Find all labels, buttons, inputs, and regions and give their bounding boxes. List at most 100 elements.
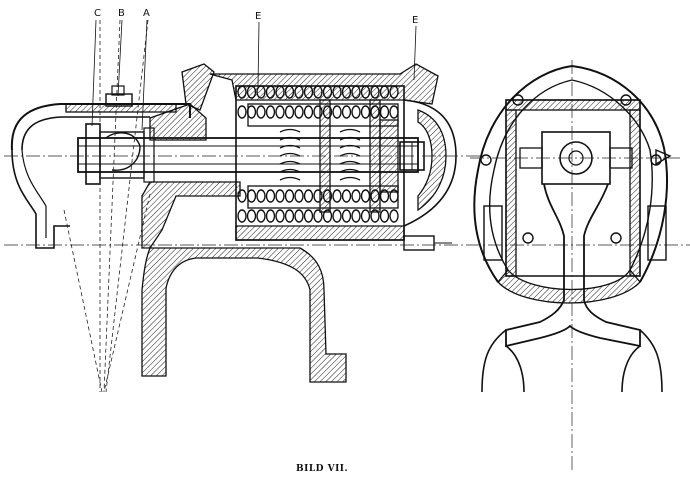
- spring-coil: [313, 105, 323, 119]
- end-view: [470, 60, 680, 470]
- label-b: B: [118, 8, 125, 19]
- spring-coil: [322, 105, 333, 119]
- spring-coil: [351, 105, 361, 119]
- spring-coil: [322, 189, 333, 203]
- spring-coil: [379, 85, 390, 99]
- bearing-cap: [65, 103, 177, 113]
- spring-coil: [279, 160, 301, 165]
- spring-coil: [275, 189, 285, 203]
- spring-coil: [279, 128, 301, 133]
- spring-coil: [370, 209, 380, 223]
- spring-coil: [279, 152, 301, 157]
- spring-coil: [279, 176, 301, 181]
- spring-coil: [237, 209, 247, 223]
- spring-coil: [389, 189, 399, 203]
- spring-coil: [313, 85, 323, 99]
- spring-coil: [313, 189, 323, 203]
- spring-coil: [339, 176, 361, 181]
- spring-coil: [303, 105, 314, 119]
- spring-coil: [279, 136, 301, 141]
- spring-coil: [389, 105, 399, 119]
- pedestal: [141, 247, 347, 383]
- end-housing: [10, 103, 191, 151]
- spring-coil: [279, 168, 301, 173]
- spring-coil: [360, 105, 371, 119]
- spring-coil: [379, 189, 390, 203]
- spring-coil: [246, 209, 257, 223]
- spring-coil: [332, 189, 342, 203]
- centre-lines: [4, 19, 690, 393]
- spring-coil: [313, 209, 323, 223]
- spring-coil: [265, 209, 276, 223]
- spring-coil: [341, 85, 352, 99]
- label-c: C: [94, 8, 101, 19]
- spring-coil: [370, 105, 380, 119]
- spring-coil: [275, 209, 285, 223]
- spring-coil: [246, 105, 257, 119]
- spring-coil: [379, 105, 390, 119]
- spring-coil: [339, 144, 361, 149]
- spring-coil: [294, 85, 304, 99]
- spring-coil: [341, 209, 352, 223]
- spring-coil: [351, 189, 361, 203]
- spring-coil: [360, 189, 371, 203]
- label-e-right: E: [412, 15, 418, 26]
- spring-coil: [256, 189, 266, 203]
- hex-bolt: [403, 235, 435, 251]
- end-view-frame: [505, 99, 641, 111]
- spring-coil: [284, 105, 295, 119]
- spring-coil: [284, 209, 295, 223]
- lower-frame: [141, 181, 241, 249]
- spring-coil: [256, 105, 266, 119]
- spring-coil: [360, 85, 371, 99]
- spring-coil: [339, 168, 361, 173]
- spring-coil: [294, 105, 304, 119]
- spring-housing-bottom: [235, 225, 405, 241]
- spring-coil: [294, 209, 304, 223]
- figure-caption: BILD VII.: [296, 464, 348, 474]
- spring-coil: [389, 209, 399, 223]
- leader-lines: [91, 19, 417, 131]
- spring-coil: [389, 85, 399, 99]
- spring-coil: [351, 85, 361, 99]
- spring-coil: [265, 189, 276, 203]
- spring-coil: [303, 209, 314, 223]
- spring-coil: [246, 85, 257, 99]
- label-a: A: [143, 8, 150, 19]
- spring-coil: [339, 160, 361, 165]
- spring-coil: [379, 209, 390, 223]
- spring-coil: [339, 128, 361, 133]
- spring-coil: [256, 209, 266, 223]
- collar: [85, 123, 101, 185]
- spring-coil: [237, 85, 247, 99]
- spring-coil: [294, 189, 304, 203]
- spring-coil: [265, 105, 276, 119]
- spring-coil: [339, 152, 361, 157]
- spring-coil: [246, 189, 257, 203]
- spring-coil: [303, 85, 314, 99]
- spring-coil: [370, 85, 380, 99]
- spring-coil: [265, 85, 276, 99]
- rail-leg: [505, 183, 641, 348]
- spring-coil: [237, 105, 247, 119]
- spring-coil: [332, 209, 342, 223]
- main-shaft: [77, 137, 419, 173]
- coil-springs: [237, 85, 399, 223]
- upper-frame: [149, 103, 207, 141]
- spring-coil: [332, 85, 342, 99]
- label-e-left: E: [255, 11, 261, 22]
- spring-coil: [237, 189, 247, 203]
- spring-coil: [275, 105, 285, 119]
- spring-coil: [360, 209, 371, 223]
- spring-coil: [370, 189, 380, 203]
- spring-coil: [256, 85, 266, 99]
- left-flange: [181, 63, 215, 111]
- spring-coil: [351, 209, 361, 223]
- spring-coil: [332, 105, 342, 119]
- spring-coil: [341, 189, 352, 203]
- spring-coil: [284, 189, 295, 203]
- spring-coil: [339, 136, 361, 141]
- end-view-bolts: [480, 94, 672, 261]
- spring-coil: [322, 209, 333, 223]
